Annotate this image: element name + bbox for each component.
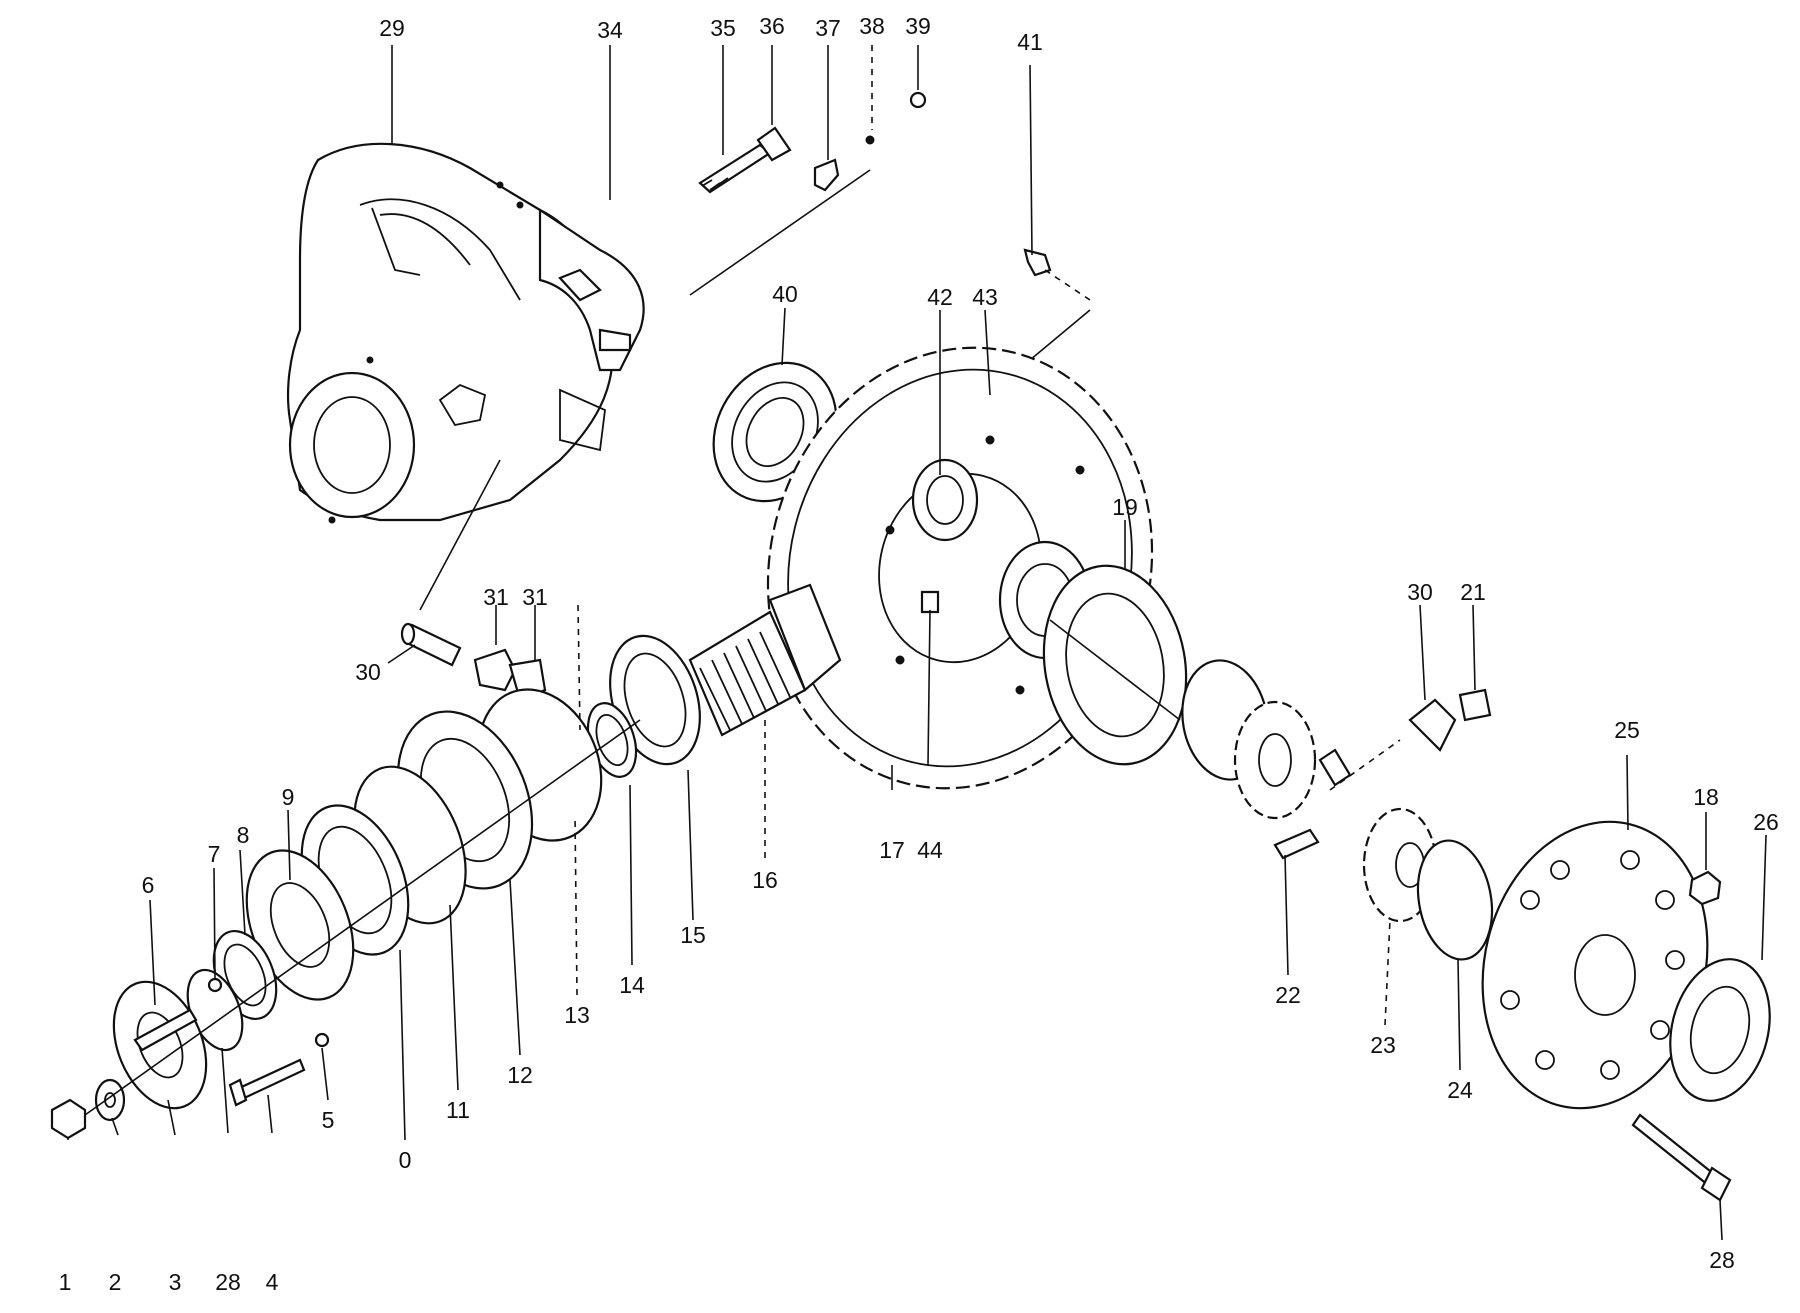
callout-7: 7 bbox=[208, 841, 221, 867]
diff-cover-25 bbox=[1481, 820, 1709, 1110]
callout-9: 9 bbox=[282, 784, 295, 810]
callout-23: 23 bbox=[1370, 1032, 1396, 1058]
callout-18: 18 bbox=[1693, 784, 1719, 810]
callout-28-left: 28 bbox=[215, 1269, 241, 1295]
callout-24: 24 bbox=[1447, 1077, 1473, 1103]
callout-43: 43 bbox=[972, 284, 998, 310]
leader-lines bbox=[67, 45, 1767, 1241]
bolt-35-36 bbox=[698, 126, 792, 194]
callout-22: 22 bbox=[1275, 982, 1301, 1008]
pinion-shaft-16 bbox=[688, 583, 842, 737]
callout-11: 11 bbox=[446, 1097, 470, 1123]
callout-29: 29 bbox=[379, 15, 405, 41]
callout-3: 3 bbox=[169, 1269, 182, 1295]
callout-28-right: 28 bbox=[1709, 1247, 1735, 1273]
callout-37: 37 bbox=[815, 15, 841, 41]
callout-34: 34 bbox=[597, 17, 623, 43]
callout-5: 5 bbox=[322, 1107, 335, 1133]
callout-30-right: 30 bbox=[1407, 579, 1433, 605]
callout-38: 38 bbox=[859, 13, 885, 39]
callout-4: 4 bbox=[266, 1269, 279, 1295]
callout-26: 26 bbox=[1753, 809, 1779, 835]
callout-1: 1 bbox=[59, 1269, 72, 1295]
callout-6: 6 bbox=[142, 872, 155, 898]
callout-36: 36 bbox=[759, 13, 785, 39]
callout-17: 17 bbox=[879, 837, 905, 863]
callout-13: 13 bbox=[564, 1002, 590, 1028]
callout-39: 39 bbox=[905, 13, 931, 39]
diff-carrier-19 bbox=[1042, 564, 1317, 820]
callout-2: 2 bbox=[109, 1269, 122, 1295]
callout-16: 16 bbox=[752, 867, 778, 893]
callout-12: 12 bbox=[507, 1062, 533, 1088]
callout-44: 44 bbox=[917, 837, 943, 863]
callout-15: 15 bbox=[680, 922, 706, 948]
callout-40: 40 bbox=[772, 281, 798, 307]
differential-housing bbox=[286, 142, 645, 524]
callout-31: 31 bbox=[483, 584, 509, 610]
callout-21: 21 bbox=[1460, 579, 1486, 605]
callout-41: 41 bbox=[1017, 29, 1043, 55]
callout-42: 42 bbox=[927, 284, 953, 310]
callout-19: 19 bbox=[1112, 494, 1138, 520]
callout-8: 8 bbox=[237, 822, 250, 848]
callout-14: 14 bbox=[619, 972, 645, 998]
callout-30-left: 30 bbox=[355, 659, 381, 685]
callout-labels: 29 34 35 36 37 38 39 41 40 42 43 19 31 3… bbox=[59, 13, 1779, 1295]
callout-35: 35 bbox=[710, 15, 736, 41]
callout-25: 25 bbox=[1614, 717, 1640, 743]
callout-0: 0 bbox=[399, 1147, 412, 1173]
callout-31b: 31 bbox=[522, 584, 548, 610]
